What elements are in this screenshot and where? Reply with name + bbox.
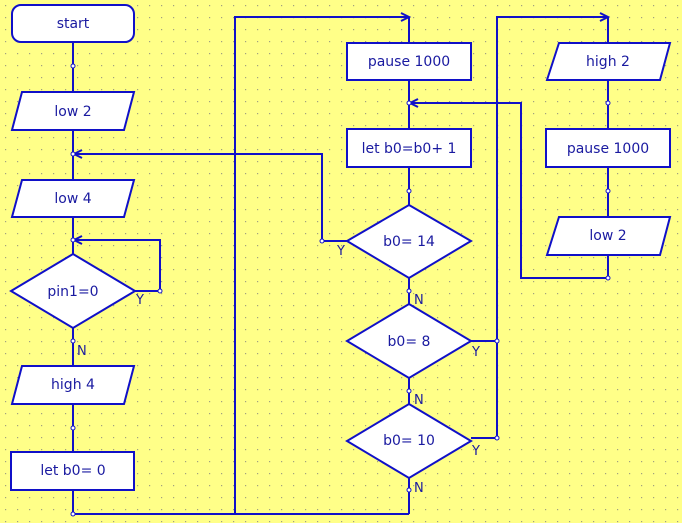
pin1-no-label: N — [77, 344, 87, 359]
high4-io — [10, 365, 136, 405]
connector-low2-return — [409, 102, 609, 279]
b0-14-no-label: N — [414, 293, 424, 308]
label-pause1000-a: pause 1000 — [368, 54, 450, 70]
label-start: start — [57, 16, 90, 32]
label-let-b0-inc: let b0=b0+ 1 — [362, 141, 457, 157]
branch-labels: Y N Y N Y N Y N — [77, 244, 480, 496]
b0-8-no-label: N — [414, 393, 424, 408]
b0-10-decision — [345, 402, 473, 480]
b0-10-yes-label: Y — [471, 444, 480, 459]
connector-pin1-loop — [73, 239, 161, 292]
junction-dots — [70, 63, 611, 517]
label-pause1000-b: pause 1000 — [567, 141, 649, 157]
arrow-top-right — [599, 12, 611, 22]
label-low4: low 4 — [54, 191, 91, 207]
label-b0-14: b0= 14 — [383, 234, 435, 250]
connector-bottom-loop — [234, 16, 409, 514]
b0-8-yes-label: Y — [471, 345, 480, 360]
low4-io — [10, 179, 136, 218]
pause1000-a-process — [346, 42, 472, 81]
start-terminator — [11, 4, 135, 43]
label-b0-10: b0= 10 — [383, 433, 435, 449]
high2-io — [545, 42, 672, 81]
connector-b0-14-yes — [73, 153, 347, 242]
b0-14-yes-label: Y — [336, 244, 345, 259]
label-let-b0-0: let b0= 0 — [40, 463, 105, 479]
arrow-top-middle — [400, 12, 412, 22]
low2-b-io — [545, 216, 672, 256]
let-b0-inc-process — [346, 128, 472, 168]
label-pin1: pin1=0 — [47, 284, 98, 300]
b0-8-decision — [345, 302, 473, 380]
label-b0-8: b0= 8 — [388, 334, 431, 350]
label-high4: high 4 — [51, 377, 95, 393]
label-low2-a: low 2 — [54, 104, 91, 120]
connector-b010-yes — [471, 16, 608, 439]
b0-10-no-label: N — [414, 481, 424, 496]
pause1000-b-process — [545, 128, 671, 168]
low2-a-io — [10, 91, 136, 131]
let-b0-0-process — [10, 451, 135, 491]
node-labels: start low 2 low 4 pin1=0 high 4 let b0= … — [40, 16, 649, 479]
label-low2-b: low 2 — [589, 228, 626, 244]
pin1-decision — [9, 252, 137, 330]
shapes — [9, 4, 672, 491]
label-high2: high 2 — [586, 54, 630, 70]
pin1-yes-label: Y — [135, 293, 144, 308]
b0-14-decision — [345, 203, 473, 280]
